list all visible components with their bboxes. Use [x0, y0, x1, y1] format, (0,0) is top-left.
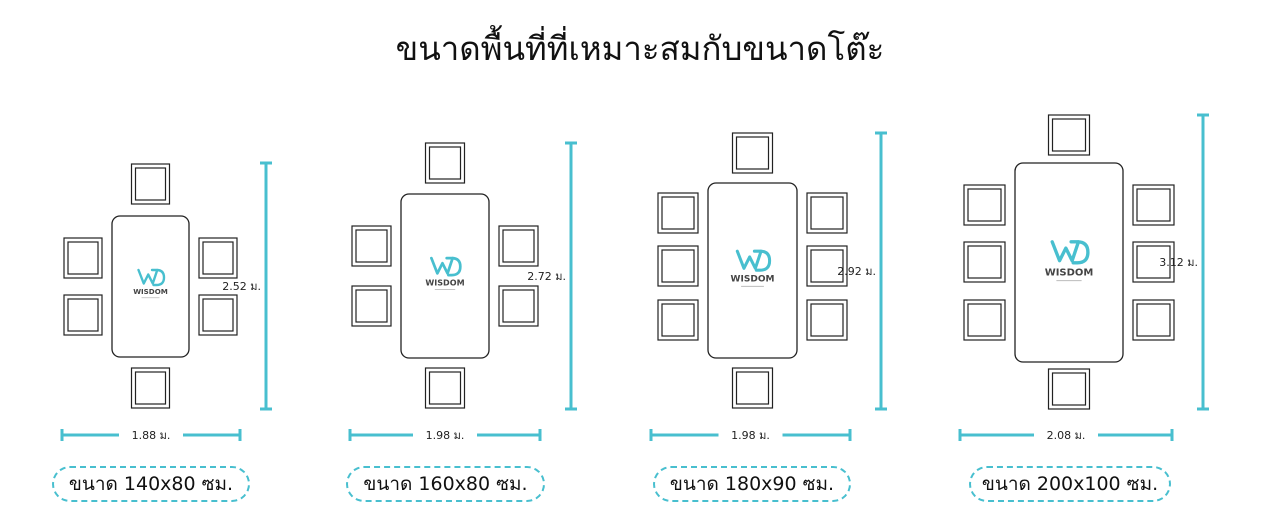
- width-label: 1.98 ม.: [426, 429, 465, 442]
- chair: [731, 132, 774, 174]
- width-dimension: 2.08 ม.: [958, 429, 1174, 442]
- chair: [424, 142, 466, 184]
- depth-label: 2.92 ม.: [837, 265, 876, 278]
- depth-dimension: 3.12 ม.: [1159, 113, 1209, 411]
- table-top: [400, 193, 490, 359]
- depth-label: 3.12 ม.: [1159, 256, 1198, 269]
- logo-text: WISDOM: [1045, 267, 1094, 278]
- depth-label: 2.52 ม.: [222, 280, 261, 293]
- chair: [963, 184, 1006, 226]
- logo-text: WISDOM: [133, 287, 168, 296]
- chair: [963, 299, 1006, 341]
- chair: [498, 285, 539, 327]
- depth-label: 2.72 ม.: [527, 270, 566, 283]
- wisdom-logo: WISDOM: [1045, 240, 1094, 282]
- table-layout-4: WISDOM 2.08 ม. 3.12 ม.: [958, 113, 1209, 442]
- chair: [424, 367, 466, 409]
- width-dimension: 1.88 ม.: [60, 429, 242, 442]
- width-label: 1.98 ม.: [731, 429, 770, 442]
- width-dimension: 1.98 ม.: [649, 429, 852, 442]
- table-size-label: ขนาด 140x80 ซม.: [52, 466, 250, 502]
- depth-dimension: 2.52 ม.: [222, 161, 272, 411]
- chair: [1047, 114, 1091, 156]
- table-size-label: ขนาด 180x90 ซม.: [653, 466, 851, 502]
- table-layout-2: WISDOM 1.98 ม. 2.72 ม.: [348, 141, 577, 442]
- chair: [963, 241, 1006, 283]
- table-top: [111, 215, 190, 358]
- chair: [63, 237, 103, 279]
- chair: [1047, 368, 1091, 410]
- chair: [351, 285, 392, 327]
- width-label: 2.08 ม.: [1047, 429, 1086, 442]
- logo-text: WISDOM: [731, 275, 775, 285]
- chair: [657, 245, 699, 287]
- chair: [198, 237, 238, 279]
- chair: [351, 225, 392, 267]
- depth-dimension: 2.92 ม.: [837, 131, 887, 411]
- table-layout-3: WISDOM 1.98 ม. 2.92 ม.: [649, 131, 887, 442]
- width-dimension: 1.98 ม.: [348, 429, 542, 442]
- chair: [1132, 184, 1175, 226]
- wisdom-logo: WISDOM: [425, 256, 465, 290]
- table-size-label: ขนาด 160x80 ซม.: [346, 466, 545, 502]
- chair: [63, 294, 103, 336]
- table-layout-1: WISDOM 1.88 ม. 2.52 ม.: [60, 161, 272, 442]
- chair: [731, 367, 774, 409]
- logo-text: WISDOM: [425, 278, 464, 287]
- width-label: 1.88 ม.: [132, 429, 171, 442]
- table-top: [1014, 162, 1124, 363]
- depth-dimension: 2.72 ม.: [527, 141, 577, 411]
- chair: [130, 163, 171, 205]
- chair: [130, 367, 171, 409]
- chair: [657, 192, 699, 234]
- chair: [1132, 241, 1175, 283]
- chair: [806, 245, 848, 287]
- chair: [657, 299, 699, 341]
- chair: [498, 225, 539, 267]
- table-size-label: ขนาด 200x100 ซม.: [969, 466, 1171, 502]
- chair: [806, 192, 848, 234]
- chair: [1132, 299, 1175, 341]
- chair: [198, 294, 238, 336]
- wisdom-logo: WISDOM: [133, 268, 168, 299]
- wisdom-logo: WISDOM: [731, 249, 775, 287]
- chair: [806, 299, 848, 341]
- page-title: ขนาดพื้นที่ที่เหมาะสมกับขนาดโต๊ะ: [395, 29, 885, 68]
- table-top: [707, 182, 798, 359]
